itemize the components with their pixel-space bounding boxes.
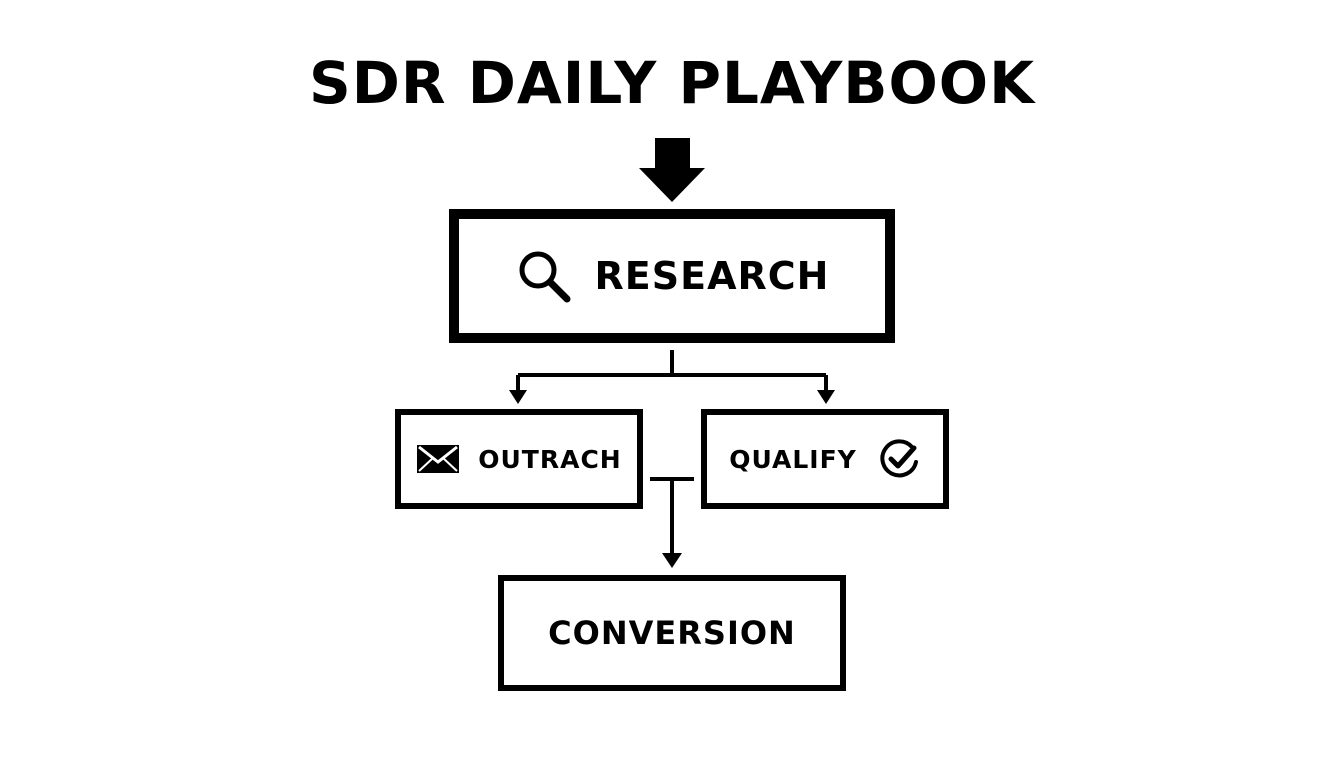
to-outreach-arrowhead (509, 390, 527, 404)
check-circle-icon (879, 438, 921, 480)
title-to-research-arrow (639, 138, 705, 202)
to-qualify-arrowhead (817, 390, 835, 404)
research-label: RESEARCH (594, 254, 830, 298)
conversion-label: CONVERSION (548, 614, 796, 652)
research-node: RESEARCH (449, 209, 895, 343)
qualify-label: QUALIFY (729, 444, 857, 474)
magnifier-icon (515, 247, 573, 305)
envelope-icon (416, 444, 460, 474)
qualify-node: QUALIFY (701, 409, 949, 509)
conversion-node: CONVERSION (498, 575, 846, 691)
diagram-title: SDR DAILY PLAYBOOK (308, 49, 1036, 117)
outreach-label: OUTRACH (478, 444, 622, 474)
outreach-node: OUTRACH (395, 409, 643, 509)
to-conversion-arrowhead (662, 553, 682, 568)
